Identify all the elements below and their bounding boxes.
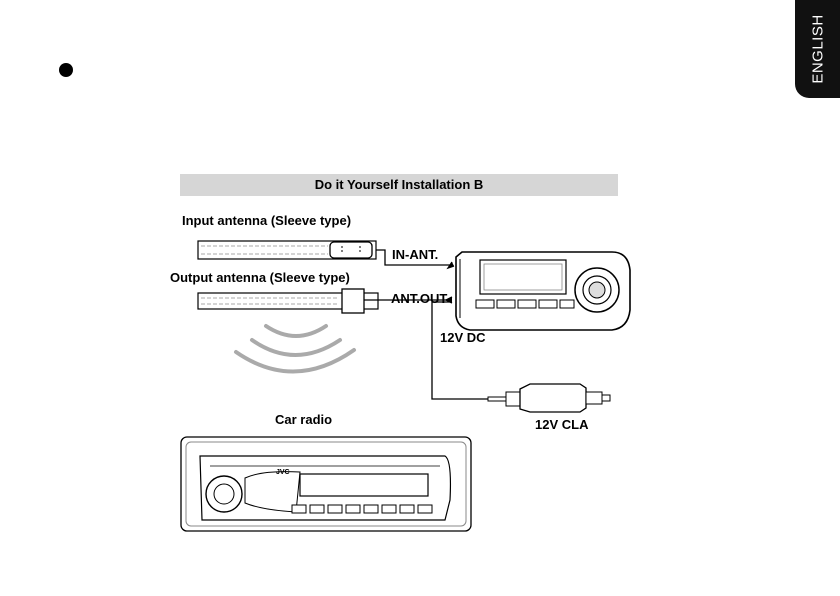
car-radio-label: Car radio (275, 412, 333, 427)
dc-label: 12V DC (440, 330, 486, 345)
diagram-title: Do it Yourself Installation B (314, 177, 484, 192)
diagram-title-banner: Do it Yourself Installation B (180, 174, 618, 196)
fm-transmitter-unit (455, 251, 631, 331)
cla-label: 12V CLA (535, 417, 589, 432)
car-lighter-adapter (487, 383, 611, 413)
car-radio: JVC (180, 436, 472, 532)
in-ant-label: IN-ANT. (392, 247, 439, 262)
radio-waves-icon (234, 324, 356, 374)
ant-out-label: ANT.OUT (391, 291, 448, 306)
input-antenna (197, 240, 377, 260)
output-antenna-label: Output antenna (Sleeve type) (170, 270, 350, 285)
language-tab: ENGLISH (795, 0, 840, 98)
antenna-cables (364, 249, 505, 400)
radio-brand: JVC (276, 469, 290, 476)
bullet-point (59, 63, 73, 77)
output-antenna (197, 288, 379, 314)
input-antenna-label: Input antenna (Sleeve type) (182, 213, 352, 228)
